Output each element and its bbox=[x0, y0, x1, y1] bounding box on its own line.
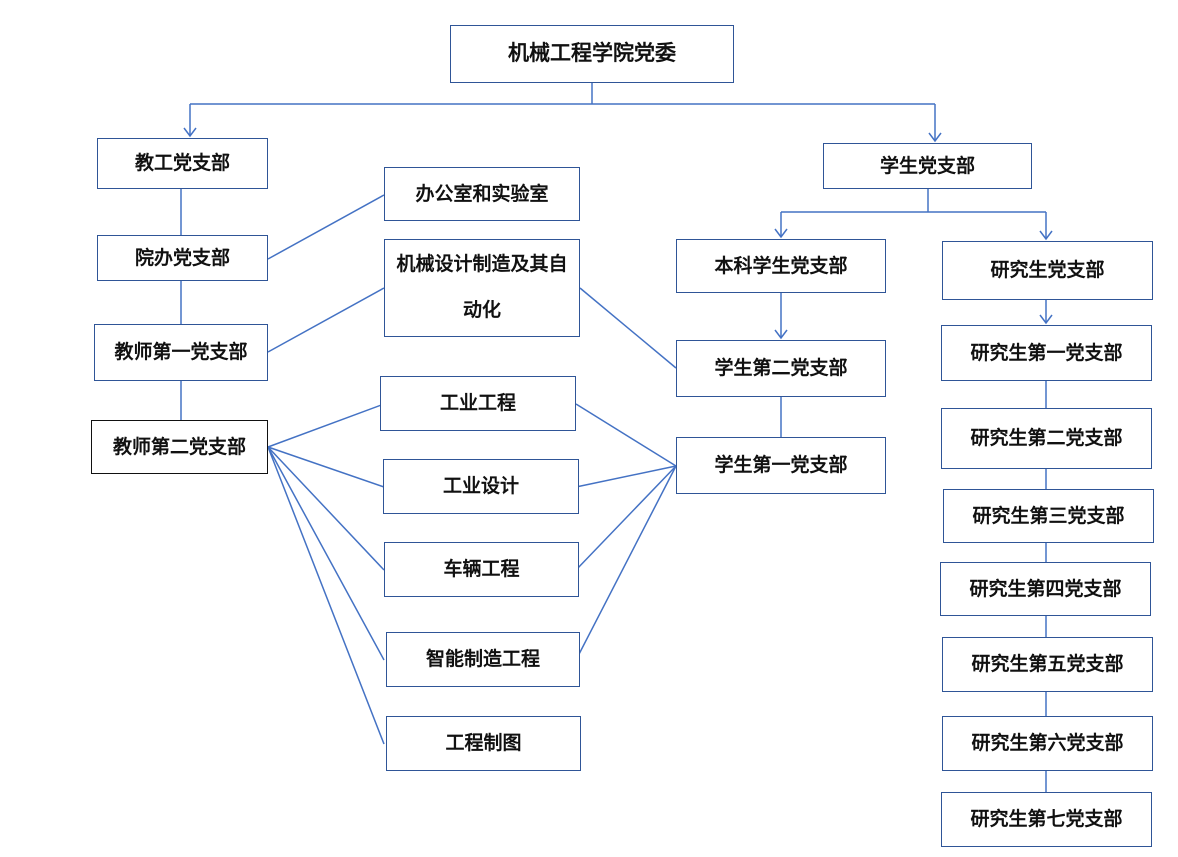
node-student-branch: 学生党支部 bbox=[823, 143, 1032, 189]
node-eng-drawing: 工程制图 bbox=[386, 716, 581, 771]
connector-dept-student1-4 bbox=[575, 465, 677, 661]
connector-teacher2-dept-1 bbox=[267, 403, 385, 448]
node-student-branch-1: 学生第一党支部 bbox=[676, 437, 886, 494]
node-industrial-design: 工业设计 bbox=[383, 459, 579, 514]
node-grad-branch-5: 研究生第五党支部 bbox=[942, 637, 1153, 692]
node-grad-branch-3: 研究生第三党支部 bbox=[943, 489, 1154, 543]
arrow-graduate-branch-head bbox=[1039, 230, 1053, 241]
node-grad-branch-1: 研究生第一党支部 bbox=[941, 325, 1152, 381]
arrow-undergrad-branch-head bbox=[774, 228, 788, 239]
arrow-graduate-first-head bbox=[1039, 314, 1053, 325]
connector-dept-student1-1 bbox=[575, 403, 677, 467]
node-grad-branch-4: 研究生第四党支部 bbox=[940, 562, 1151, 616]
node-grad-branch-2: 研究生第二党支部 bbox=[941, 408, 1152, 469]
connector-dept-student1-2 bbox=[575, 465, 677, 488]
node-industrial-eng: 工业工程 bbox=[380, 376, 576, 431]
connector-teacher2-dept-3 bbox=[267, 446, 385, 571]
node-vehicle-eng: 车辆工程 bbox=[384, 542, 579, 597]
connector-teacher2-dept-5 bbox=[267, 446, 385, 745]
node-grad-branch-6: 研究生第六党支部 bbox=[942, 716, 1153, 771]
node-grad-branch-7: 研究生第七党支部 bbox=[941, 792, 1152, 847]
node-root: 机械工程学院党委 bbox=[450, 25, 734, 83]
node-teacher-branch-1: 教师第一党支部 bbox=[94, 324, 268, 381]
connector-dept-student1-3 bbox=[575, 465, 677, 571]
connector-office-officelab bbox=[267, 194, 385, 260]
node-faculty-branch: 教工党支部 bbox=[97, 138, 268, 189]
node-teacher-branch-2: 教师第二党支部 bbox=[91, 420, 268, 474]
node-office-branch: 院办党支部 bbox=[97, 235, 268, 281]
arrow-faculty-branch-head bbox=[183, 127, 197, 138]
arrow-student-branch-head bbox=[928, 132, 942, 143]
arrow-undergrad-student2-head bbox=[774, 329, 788, 340]
connector-teacher2-dept-2 bbox=[267, 446, 385, 488]
connector-mechdesign-student2 bbox=[579, 287, 677, 369]
node-intelligent-mfg: 智能制造工程 bbox=[386, 632, 580, 687]
node-mech-design: 机械设计制造及其自动化 bbox=[384, 239, 580, 337]
connector-teacher2-dept-4 bbox=[267, 446, 385, 661]
node-student-branch-2: 学生第二党支部 bbox=[676, 340, 886, 397]
node-undergrad-branch: 本科学生党支部 bbox=[676, 239, 886, 293]
node-graduate-branch: 研究生党支部 bbox=[942, 241, 1153, 300]
node-office-lab: 办公室和实验室 bbox=[384, 167, 580, 221]
connector-teacher1-mechdesign bbox=[267, 287, 385, 353]
